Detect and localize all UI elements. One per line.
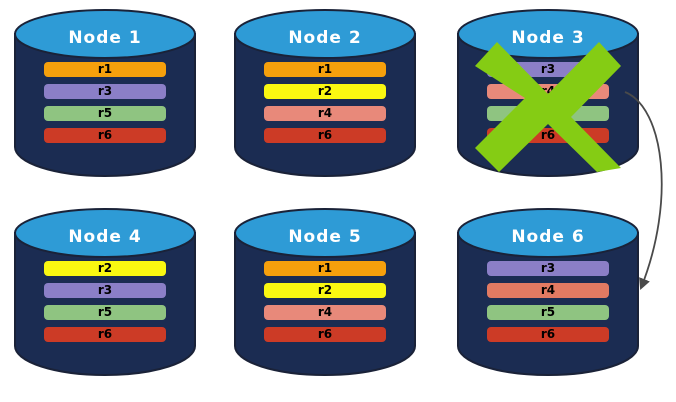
replica-list: r1 r2 r4 r6 [264, 261, 386, 349]
cylinder-top-ellipse [234, 9, 416, 59]
replica-bar[interactable]: r3 [487, 261, 609, 276]
x-mark-shape [475, 42, 621, 172]
replica-bar[interactable]: r6 [264, 327, 386, 342]
replica-list: r2 r3 r5 r6 [44, 261, 166, 349]
replica-bar[interactable]: r6 [44, 128, 166, 143]
replica-bar[interactable]: r6 [264, 128, 386, 143]
replica-bar[interactable]: r2 [264, 283, 386, 298]
replica-list: r3 r4 r5 r6 [487, 261, 609, 349]
replica-bar[interactable]: r3 [44, 283, 166, 298]
replica-bar[interactable]: r6 [44, 327, 166, 342]
cylinder-top-ellipse [14, 9, 196, 59]
replica-bar[interactable]: r2 [264, 84, 386, 99]
cylinder-top-ellipse [14, 208, 196, 258]
replica-bar[interactable]: r2 [44, 261, 166, 276]
replica-bar[interactable]: r1 [264, 261, 386, 276]
replica-bar[interactable]: r1 [44, 62, 166, 77]
cylinder-top-ellipse [234, 208, 416, 258]
replica-bar[interactable]: r4 [264, 305, 386, 320]
replica-bar[interactable]: r1 [264, 62, 386, 77]
replica-bar[interactable]: r5 [487, 305, 609, 320]
replica-bar[interactable]: r3 [44, 84, 166, 99]
replica-list: r1 r3 r5 r6 [44, 62, 166, 150]
replica-bar[interactable]: r4 [264, 106, 386, 121]
node-cylinder-3[interactable]: Node 3r3r4r5r6 [455, 8, 641, 180]
replica-bar[interactable]: r4 [487, 283, 609, 298]
replica-bar[interactable]: r5 [44, 106, 166, 121]
node-failed-x-icon [475, 42, 621, 172]
replica-list: r1 r2 r4 r6 [264, 62, 386, 150]
cylinder-top-ellipse [457, 9, 639, 59]
cylinder-top-ellipse [457, 208, 639, 258]
replica-bar[interactable]: r5 [44, 305, 166, 320]
replica-bar[interactable]: r6 [487, 327, 609, 342]
